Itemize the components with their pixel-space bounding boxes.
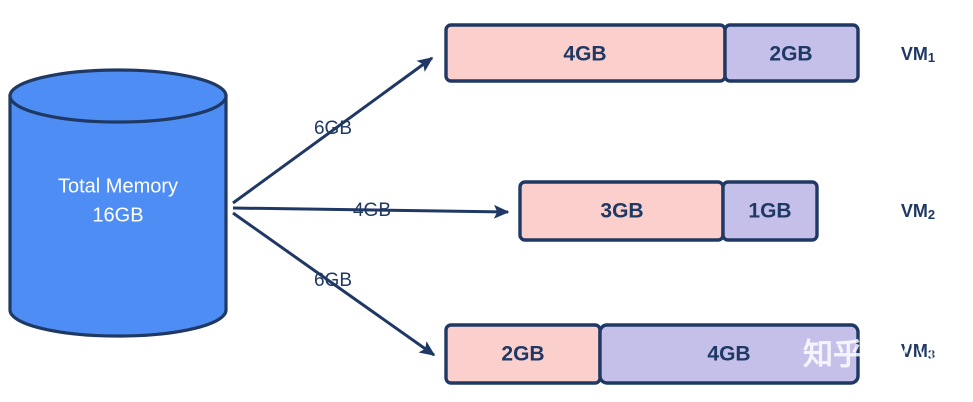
vm3-name-index: 3 <box>928 347 935 362</box>
vm2-free-label: 1GB <box>748 200 791 223</box>
allocation-arrows: 6GB 4GB 6GB <box>232 56 510 357</box>
arrow-line-vm1 <box>232 56 434 205</box>
arrow-line-vm2 <box>232 204 510 219</box>
allocation-label-vm1: 6GB <box>314 118 352 139</box>
vm3-segment-free <box>598 323 860 385</box>
vm3-free-label: 4GB <box>707 343 750 366</box>
arrow-line-vm3 <box>232 211 436 357</box>
cylinder-title: Total Memory <box>58 175 178 197</box>
vm2-segment-free <box>721 180 819 242</box>
cylinder-top-ellipse <box>8 68 228 124</box>
vm1-name-index: 1 <box>928 50 935 65</box>
watermark-logo: 知乎 <box>803 338 863 373</box>
vm-bar-vm2: 3GB 1GB VM2 <box>518 180 935 242</box>
vm2-name-text: VM <box>901 201 928 221</box>
vm3-name: VM3 <box>901 341 935 363</box>
vm1-name-text: VM <box>901 44 928 64</box>
vm1-used-label: 4GB <box>563 43 606 66</box>
vm1-free-label: 2GB <box>769 43 812 66</box>
vm2-name: VM2 <box>901 201 935 223</box>
watermark-handle: @小坂 <box>872 341 953 372</box>
allocation-arrow-vm3: 6GB <box>232 211 436 357</box>
vm-bar-vm3: 2GB 4GB VM3 <box>444 323 935 385</box>
vm-bar-vm1: 4GB 2GB VM1 <box>444 23 935 83</box>
watermark: 知乎 @小坂 <box>803 338 953 373</box>
allocation-arrow-vm1: 6GB <box>232 56 434 205</box>
allocation-label-vm2: 4GB <box>353 200 391 221</box>
cylinder-body <box>8 94 228 338</box>
vm1-segment-free <box>723 23 860 83</box>
vm3-name-text: VM <box>901 341 928 361</box>
total-memory-cylinder: Total Memory 16GB <box>8 68 228 338</box>
vm3-used-label: 2GB <box>501 343 544 366</box>
vm2-used-label: 3GB <box>600 200 643 223</box>
allocation-label-vm3: 6GB <box>314 270 352 291</box>
vm2-name-index: 2 <box>928 207 935 222</box>
cylinder-capacity: 16GB <box>92 204 143 226</box>
vm1-name: VM1 <box>901 44 935 66</box>
allocation-arrow-vm2: 4GB <box>232 200 510 221</box>
